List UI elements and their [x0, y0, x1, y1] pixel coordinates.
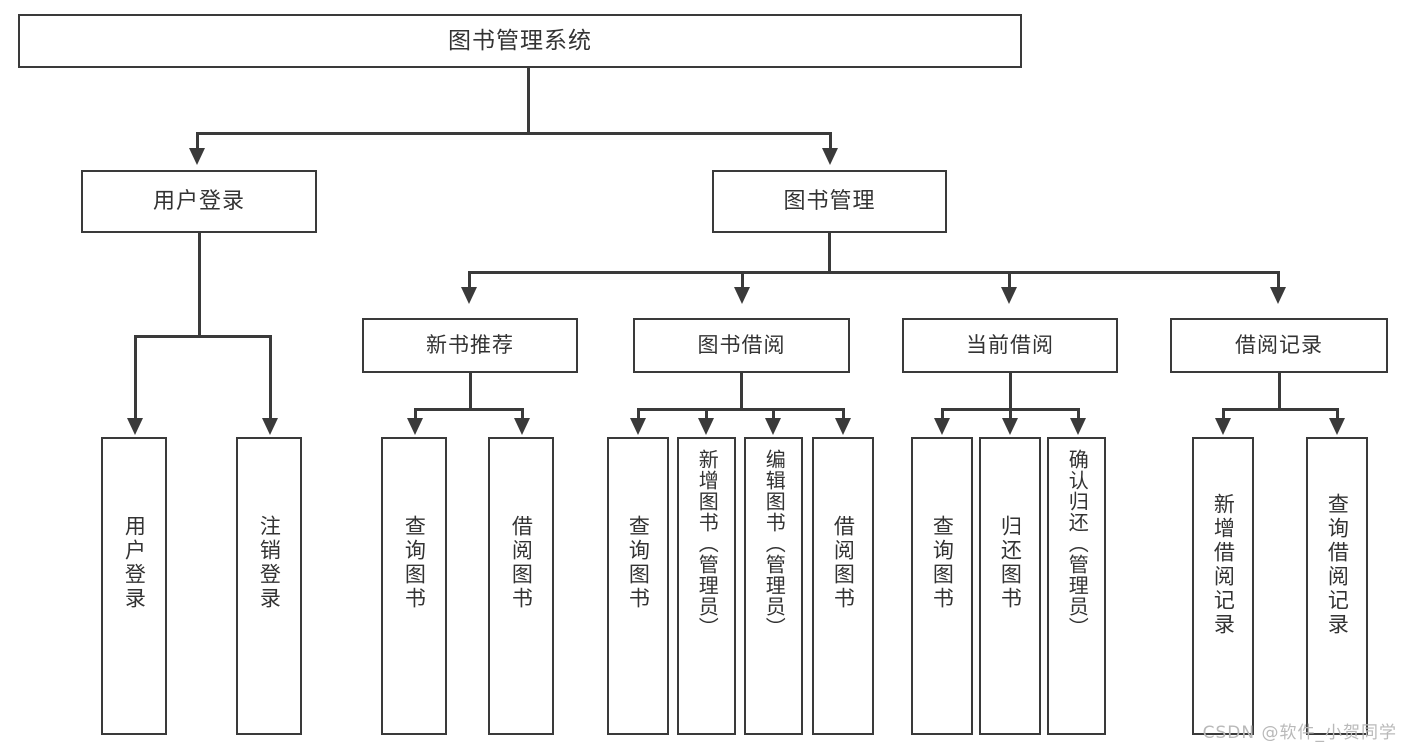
node-label: 图书管理系统 — [448, 27, 592, 54]
connector-book-management-to-borrow — [741, 271, 744, 288]
connector-borrow-record-leaf2 — [1336, 408, 1339, 420]
node-user-login[interactable]: 用户登录 — [81, 170, 317, 233]
node-label: 借阅记录 — [1235, 333, 1323, 358]
node-book-borrow[interactable]: 图书借阅 — [633, 318, 850, 373]
node-label: 用户登录 — [122, 515, 147, 611]
node-label: 确认归还（管理员） — [1065, 449, 1090, 638]
node-leaf-return-book[interactable]: 归还图书 — [979, 437, 1041, 735]
connector-borrow-record-stem — [1278, 373, 1281, 410]
arrow-new-book-leaf1 — [407, 418, 423, 435]
node-label: 借阅图书 — [831, 515, 856, 611]
connector-root-to-user-login — [196, 132, 199, 149]
connector-new-book-leaf2 — [521, 408, 524, 420]
arrow-user-login-leaf2 — [262, 418, 278, 435]
connector-new-book-bus — [414, 408, 524, 411]
node-label: 借阅图书 — [509, 515, 534, 611]
node-new-book-recommend[interactable]: 新书推荐 — [362, 318, 578, 373]
node-leaf-add-book-admin[interactable]: 新增图书（管理员） — [677, 437, 736, 735]
node-label: 新增借阅记录 — [1211, 493, 1236, 637]
node-label: 查询图书 — [626, 515, 651, 611]
connector-current-borrow-leaf1 — [941, 408, 944, 420]
arrow-borrow-record-leaf1 — [1215, 418, 1231, 435]
connector-user-login-bus — [134, 335, 271, 338]
node-leaf-query-book-recommend[interactable]: 查询图书 — [381, 437, 447, 735]
arrow-current-borrow-leaf2 — [1002, 418, 1018, 435]
connector-current-borrow-leaf2 — [1009, 408, 1012, 420]
node-leaf-query-book-current[interactable]: 查询图书 — [911, 437, 973, 735]
connector-book-management-bus — [468, 271, 1280, 274]
connector-user-login-leaf2 — [269, 335, 272, 419]
node-label: 编辑图书（管理员） — [762, 449, 787, 638]
node-label: 查询图书 — [930, 515, 955, 611]
connector-book-borrow-leaf4 — [842, 408, 845, 420]
node-label: 新增图书（管理员） — [695, 449, 720, 638]
node-label: 用户登录 — [152, 188, 245, 214]
node-leaf-borrow-book-recommend[interactable]: 借阅图书 — [488, 437, 554, 735]
node-borrow-record[interactable]: 借阅记录 — [1170, 318, 1388, 373]
connector-borrow-record-leaf1 — [1222, 408, 1225, 420]
node-label: 新书推荐 — [426, 333, 514, 358]
arrow-current-borrow-leaf3 — [1070, 418, 1086, 435]
connector-root-to-book-manage — [829, 132, 832, 149]
connector-root-bus — [196, 132, 832, 135]
node-label: 查询图书 — [402, 515, 427, 611]
watermark-text: CSDN @软件_小贺同学 — [1202, 723, 1397, 743]
connector-user-login-stem — [198, 233, 201, 337]
arrow-book-borrow-leaf2 — [698, 418, 714, 435]
node-label: 当前借阅 — [966, 333, 1054, 358]
arrow-book-management-to-current — [1001, 287, 1017, 304]
arrow-book-management-to-record — [1270, 287, 1286, 304]
connector-book-management-to-record — [1277, 271, 1280, 288]
arrow-borrow-record-leaf2 — [1329, 418, 1345, 435]
node-label: 查询借阅记录 — [1325, 493, 1350, 637]
node-leaf-confirm-return-admin[interactable]: 确认归还（管理员） — [1047, 437, 1106, 735]
connector-user-login-leaf1 — [134, 335, 137, 419]
connector-book-management-to-current — [1008, 271, 1011, 288]
connector-book-borrow-stem — [740, 373, 743, 410]
arrow-user-login-leaf1 — [127, 418, 143, 435]
arrow-book-management-to-new — [461, 287, 477, 304]
node-leaf-query-borrow-record[interactable]: 查询借阅记录 — [1306, 437, 1368, 735]
arrow-new-book-leaf2 — [514, 418, 530, 435]
arrow-current-borrow-leaf1 — [934, 418, 950, 435]
arrow-root-to-book-manage — [822, 148, 838, 165]
connector-book-management-to-new — [468, 271, 471, 288]
arrow-book-management-to-borrow — [734, 287, 750, 304]
connector-borrow-record-bus — [1222, 408, 1339, 411]
arrow-book-borrow-leaf1 — [630, 418, 646, 435]
node-label: 归还图书 — [998, 515, 1023, 611]
node-leaf-edit-book-admin[interactable]: 编辑图书（管理员） — [744, 437, 803, 735]
node-current-borrow[interactable]: 当前借阅 — [902, 318, 1118, 373]
node-leaf-logout-login[interactable]: 注销登录 — [236, 437, 302, 735]
node-label: 图书借阅 — [697, 333, 786, 358]
connector-book-management-stem — [828, 233, 831, 273]
connector-book-borrow-leaf2 — [705, 408, 708, 420]
node-leaf-add-borrow-record[interactable]: 新增借阅记录 — [1192, 437, 1254, 735]
connector-current-borrow-leaf3 — [1077, 408, 1080, 420]
node-label: 注销登录 — [257, 515, 282, 611]
node-leaf-borrow-book[interactable]: 借阅图书 — [812, 437, 874, 735]
connector-book-borrow-bus — [637, 408, 845, 411]
connector-root-stem — [527, 68, 530, 134]
connector-new-book-stem — [469, 373, 472, 410]
node-leaf-query-book-borrow[interactable]: 查询图书 — [607, 437, 669, 735]
node-root-system[interactable]: 图书管理系统 — [18, 14, 1022, 68]
connector-new-book-leaf1 — [414, 408, 417, 420]
node-book-management[interactable]: 图书管理 — [712, 170, 947, 233]
connector-book-borrow-leaf1 — [637, 408, 640, 420]
node-leaf-user-login[interactable]: 用户登录 — [101, 437, 167, 735]
arrow-book-borrow-leaf4 — [835, 418, 851, 435]
node-label: 图书管理 — [783, 188, 876, 214]
connector-book-borrow-leaf3 — [772, 408, 775, 420]
connector-current-borrow-stem — [1009, 373, 1012, 410]
arrow-root-to-user-login — [189, 148, 205, 165]
arrow-book-borrow-leaf3 — [765, 418, 781, 435]
